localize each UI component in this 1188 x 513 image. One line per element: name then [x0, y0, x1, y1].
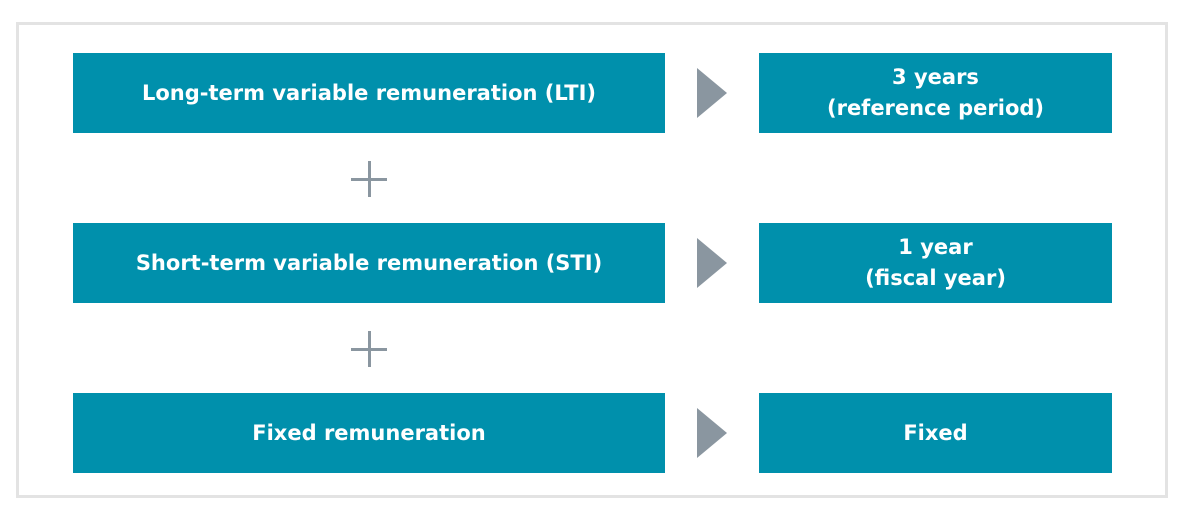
lti-box: Long-term variable remuneration (LTI) [73, 53, 665, 133]
plus-icon [351, 161, 387, 197]
fixed-period-line1: Fixed [903, 420, 968, 445]
fixed-box: Fixed remuneration [73, 393, 665, 473]
lti-label: Long-term variable remuneration (LTI) [141, 80, 597, 105]
sti-box: Short-term variable remuneration (STI) [73, 223, 665, 303]
plus-icon [351, 331, 387, 367]
sti-period-box: 1 year (fiscal year) [759, 223, 1112, 303]
arrow-right-icon [697, 408, 727, 458]
arrow-right-icon [697, 68, 727, 118]
sti-period-line2: (fiscal year) [865, 266, 1006, 290]
sti-label: Short-term variable remuneration (STI) [135, 250, 603, 275]
lti-period-line1: 3 years [892, 65, 979, 89]
lti-period-line2: (reference period) [826, 96, 1044, 120]
diagram-frame [16, 22, 1168, 498]
sti-period-line1: 1 year [898, 235, 973, 259]
lti-period-box: 3 years (reference period) [759, 53, 1112, 133]
arrow-right-icon [697, 238, 727, 288]
fixed-label: Fixed remuneration [252, 420, 486, 445]
fixed-period-box: Fixed [759, 393, 1112, 473]
